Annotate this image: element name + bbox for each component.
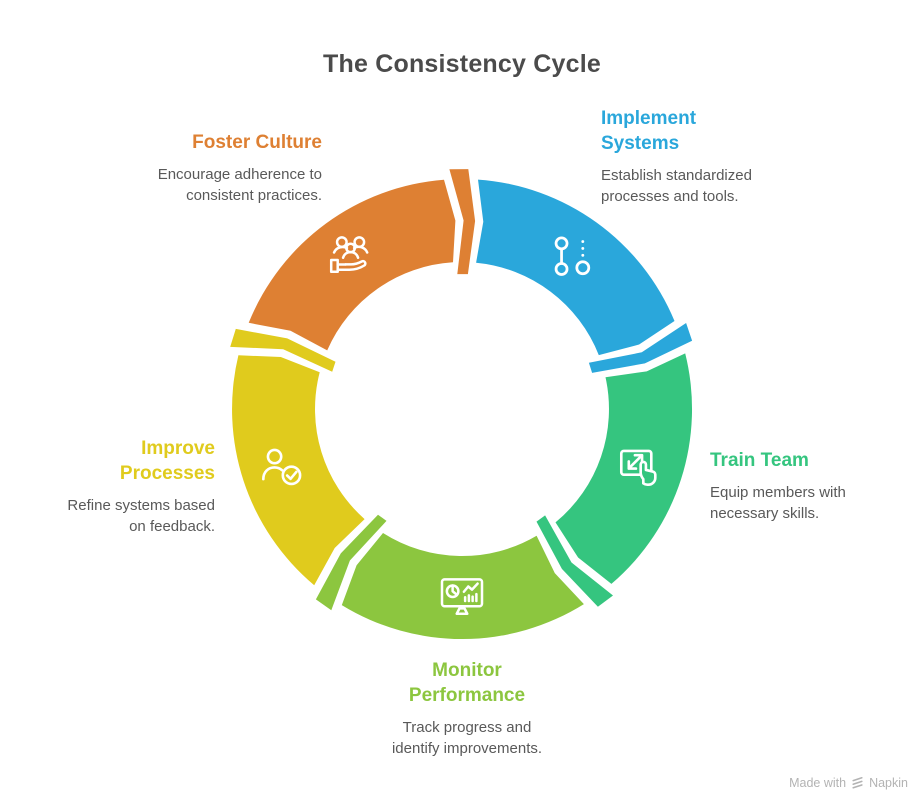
step-title: Monitor Performance	[408, 660, 526, 707]
step-label-improve-processes: Improve Processes Refine systems based o…	[0, 436, 215, 538]
step-label-monitor-performance: Monitor Performance Track progress and i…	[347, 658, 587, 760]
step-description: Equip members with necessary skills.	[710, 484, 846, 523]
step-label-foster-culture: Foster Culture Encourage adherence to co…	[62, 130, 322, 207]
step-description: Establish standardized processes and too…	[601, 167, 752, 206]
step-title: Train Team	[710, 450, 809, 471]
step-title: Implement Systems	[601, 108, 697, 155]
napkin-logo-icon	[852, 777, 863, 789]
step-description: Refine systems based on feedback.	[67, 497, 215, 536]
napkin-attribution: Made with Napkin	[789, 776, 908, 790]
made-with-text: Made with	[789, 776, 847, 790]
segment-foster-culture-arrow	[449, 169, 476, 275]
step-description: Encourage adherence to consistent practi…	[157, 166, 322, 205]
step-label-implement-systems: Implement Systems Establish standardized…	[601, 106, 801, 208]
step-description: Track progress and identify improvements…	[391, 719, 543, 758]
segment-train-team	[555, 353, 693, 584]
page-title: The Consistency Cycle	[323, 50, 601, 78]
segment-monitor-performance-arrow	[315, 514, 387, 611]
segment-improve-processes-arrow	[230, 328, 336, 372]
step-title: Foster Culture	[192, 132, 322, 153]
segment-monitor-performance	[341, 533, 584, 640]
segment-implement-systems	[476, 179, 675, 356]
step-label-train-team: Train Team Equip members with necessary …	[710, 448, 910, 525]
brand-text: Napkin	[869, 776, 908, 790]
step-title: Improve Processes	[119, 438, 215, 485]
segment-implement-systems-arrow	[588, 323, 693, 373]
segment-train-team-arrow	[536, 515, 613, 607]
